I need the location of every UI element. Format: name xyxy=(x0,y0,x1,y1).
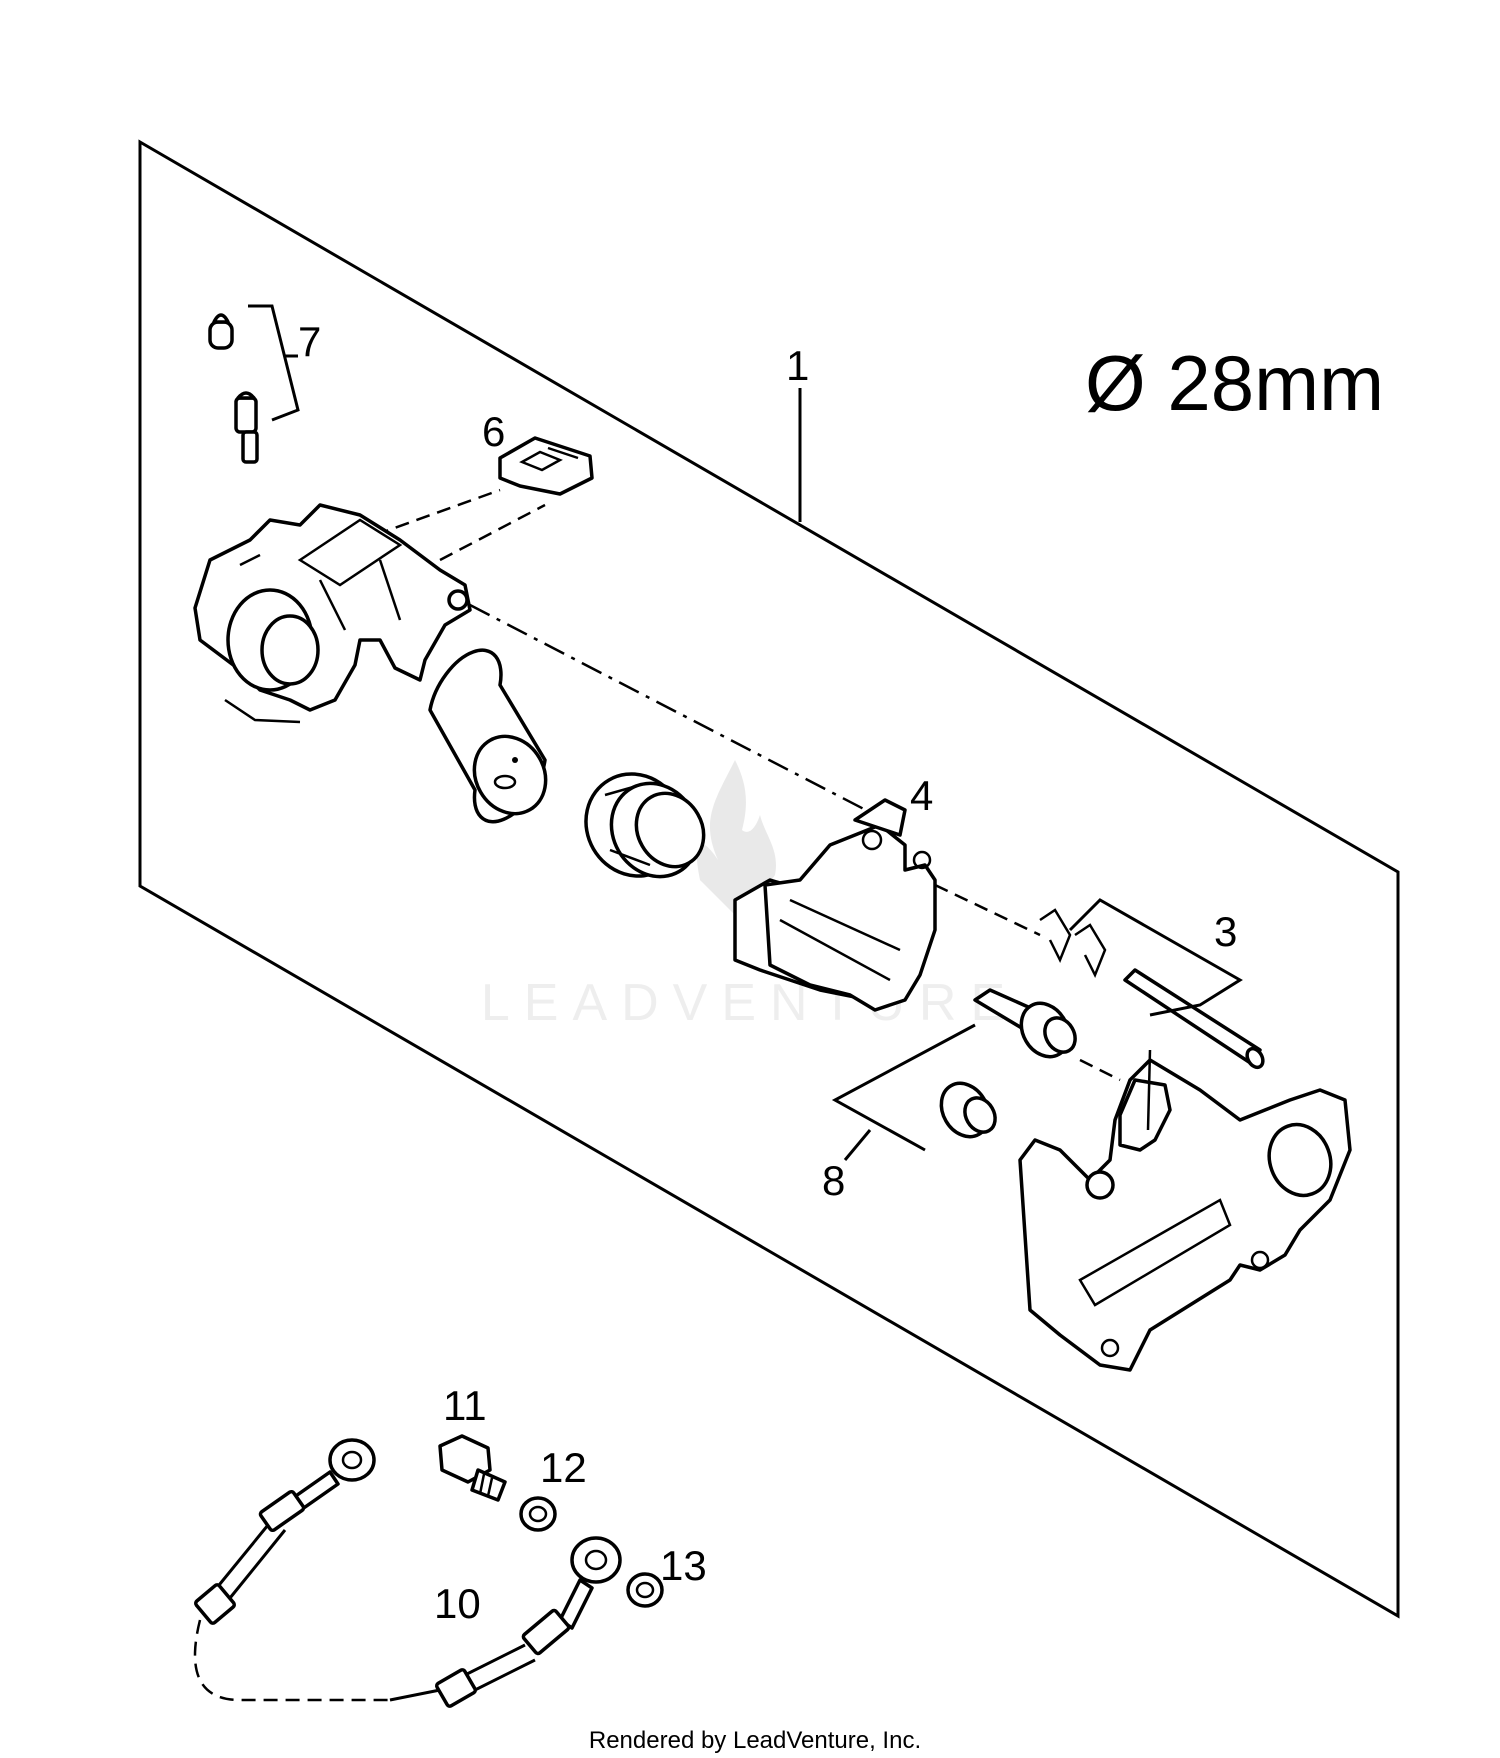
sealing-washer-lower xyxy=(626,1572,664,1608)
caliper-body xyxy=(193,503,472,724)
callout-8: 8 xyxy=(822,1157,845,1204)
callout-13: 13 xyxy=(660,1542,707,1589)
caliper-bracket xyxy=(1018,1049,1352,1372)
bleeder-valves xyxy=(208,304,300,464)
piston-seal xyxy=(584,772,706,879)
spec-label: Ø 28mm xyxy=(1085,339,1384,427)
pad-spring-clip xyxy=(498,436,594,496)
brake-pads xyxy=(733,798,937,1012)
callout-11: 11 xyxy=(443,1382,487,1429)
callout-10: 10 xyxy=(434,1580,481,1627)
sealing-washer-upper-hole xyxy=(528,1505,548,1523)
callout-7: 7 xyxy=(298,318,321,365)
assembly-boundary xyxy=(138,139,1400,1619)
pads-dashed-guide xyxy=(934,883,1041,937)
pad-pin-set xyxy=(1039,898,1265,1070)
brake-hose xyxy=(193,1438,622,1708)
callout-6: 6 xyxy=(482,408,505,455)
callout-3: 3 xyxy=(1214,908,1237,955)
callout-4: 4 xyxy=(910,772,933,819)
clip-dashed-guide-1 xyxy=(374,488,501,537)
callout-1: 1 xyxy=(786,342,809,389)
watermark: LEADVENTURE xyxy=(481,760,1019,1032)
callout-12: 12 xyxy=(540,1444,587,1491)
watermark-text: LEADVENTURE xyxy=(481,974,1019,1032)
sealing-washer-upper xyxy=(519,1496,557,1532)
banjo-bolt xyxy=(438,1434,507,1502)
boot-dashed-guide xyxy=(1079,1058,1121,1082)
clip-dashed-guide-2 xyxy=(439,503,546,562)
footer-credit: Rendered by LeadVenture, Inc. xyxy=(589,1727,921,1754)
slide-pin-boots xyxy=(831,988,1077,1161)
caliper-dashdot-axis xyxy=(469,603,886,822)
sealing-washer-lower-hole xyxy=(635,1581,655,1599)
piston xyxy=(428,648,548,824)
